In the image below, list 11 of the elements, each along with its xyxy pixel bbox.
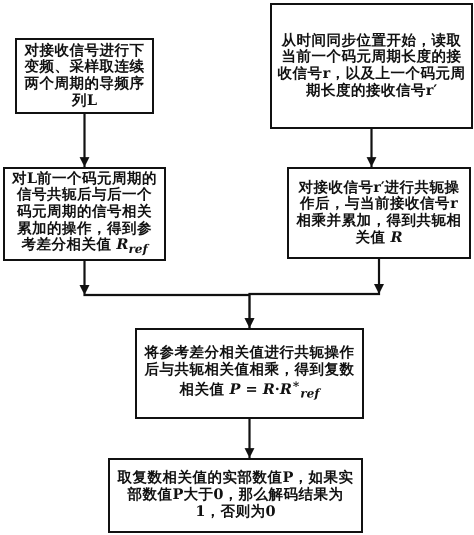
step-text: 从时间同步位置开始，读取当前一个码元周期长度的接收信号r，以及上一个码元周期长度的接收信号r′ (277, 32, 466, 100)
step-text: 取复数相关值的实部数值P，如果实部数值P大于0，那么解码结果为1，否则为0 (116, 470, 354, 520)
process-box (108, 458, 363, 533)
step-text: 对接收信号r′进行共轭操作后，与当前接收信号r相乘并累加，得到共轭相关值 R (295, 180, 462, 246)
step-text: 对接收信号进行下变频、采样取连续两个周期的导频序列L (23, 42, 146, 110)
step-text: 对L前一个码元周期的信号共轭后与后一个码元周期的信号相关累加的操作，得到参考差分相关值 R$_{ref}$ (10, 170, 158, 258)
process-box (270, 3, 473, 129)
process-box (15, 38, 154, 114)
process-box (287, 167, 471, 259)
process-box (135, 328, 364, 419)
process-box (3, 167, 166, 261)
